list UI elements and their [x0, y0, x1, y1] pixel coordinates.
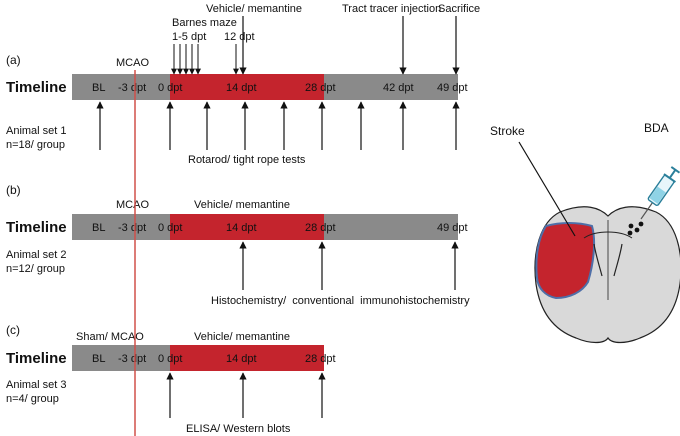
panel-c-n-label: n=4/ group [6, 393, 59, 405]
panel-b-treatment-label: Vehicle/ memantine [194, 199, 290, 211]
panel-c-animal-set-label: Animal set 3 [6, 379, 67, 391]
panel-a-tracer-label: Tract tracer injection [342, 3, 441, 15]
panel-a-sacrifice-label: Sacrifice [438, 3, 480, 15]
panel-a-followup-bar [324, 74, 458, 100]
panel-b-followup-bar [324, 214, 458, 240]
panel-b-letter: (b) [6, 183, 21, 197]
panel-b-treatment-bar [170, 214, 324, 240]
ventricle-left [593, 243, 603, 277]
stroke-pointer-line [518, 141, 576, 237]
panel-a-letter: (a) [6, 53, 21, 67]
panel-a-treatment-label: Vehicle/ memantine [206, 3, 302, 15]
panel-a-timeline-label: Timeline [6, 79, 67, 96]
panel-b-animal-set-label: Animal set 2 [6, 249, 67, 261]
panel-c-day28-label: 28 dpt [305, 353, 336, 365]
panel-b-day-neg3-label: -3 dpt [118, 222, 146, 234]
panel-a-day42-label: 42 dpt [383, 82, 414, 94]
panel-b-day0-label: 0 dpt [158, 222, 182, 234]
panel-a-day49-label: 49 dpt [437, 82, 468, 94]
syringe-icon [640, 166, 680, 220]
panel-c-bl-label: BL [92, 353, 105, 365]
panel-b-day49-label: 49 dpt [437, 222, 468, 234]
panel-a-barnes-label: Barnes maze [172, 17, 237, 29]
panel-a-barnes-days-label: 1-5 dpt [172, 31, 206, 43]
stroke-label: Stroke [490, 124, 525, 138]
panel-a-bl-label: BL [92, 82, 105, 94]
stroke-lesion [535, 222, 596, 300]
ventricle-right [613, 243, 623, 277]
panel-a-animal-set-label: Animal set 1 [6, 125, 67, 137]
panel-b-timeline-label: Timeline [6, 219, 67, 236]
panel-c-baseline-bar [72, 345, 170, 371]
panel-b-day28-label: 28 dpt [305, 222, 336, 234]
panel-c: (c) Sham/ MCAO Vehicle/ memantine Timeli… [6, 323, 336, 435]
panel-c-analysis-label: ELISA/ Western blots [186, 423, 291, 435]
panel-c-letter: (c) [6, 323, 20, 337]
panel-a-day-neg3-label: -3 dpt [118, 82, 146, 94]
panel-a-baseline-bar [72, 74, 170, 100]
panel-c-day14-label: 14 dpt [226, 353, 257, 365]
panel-c-day0-label: 0 dpt [158, 353, 182, 365]
panel-a-n-label: n=18/ group [6, 139, 65, 151]
panel-b-analysis-label: Histochemistry/ conventional immunohisto… [211, 295, 470, 307]
panel-a-treatment-bar [170, 74, 324, 100]
panel-c-day-neg3-label: -3 dpt [118, 353, 146, 365]
panel-a-mcao-label: MCAO [116, 57, 149, 69]
panel-b-mcao-label: MCAO [116, 199, 149, 211]
panel-a-day14-label: 14 dpt [226, 82, 257, 94]
injection-dot-4 [638, 221, 644, 227]
injection-dot-1 [628, 223, 634, 229]
panel-b-n-label: n=12/ group [6, 263, 65, 275]
panel-c-timeline-label: Timeline [6, 350, 67, 367]
panel-b: (b) MCAO Vehicle/ memantine Timeline BL … [6, 183, 470, 307]
panel-a: (a) Timeline BL -3 dpt 0 dpt 14 dpt 28 d… [6, 3, 480, 166]
panel-c-treatment-label: Vehicle/ memantine [194, 331, 290, 343]
injection-dot-2 [634, 227, 640, 233]
panel-a-tests-label: Rotarod/ tight rope tests [188, 154, 306, 166]
bda-label: BDA [644, 121, 669, 135]
brain-illustration: BDA Stroke [490, 121, 680, 344]
panel-c-mcao-label: Sham/ MCAO [76, 331, 144, 343]
panel-b-bl-label: BL [92, 222, 105, 234]
panel-c-treatment-bar [170, 345, 324, 371]
panel-a-day12-label: 12 dpt [224, 31, 255, 43]
panel-b-baseline-bar [72, 214, 170, 240]
panel-a-day0-label: 0 dpt [158, 82, 182, 94]
injection-dot-3 [627, 230, 633, 236]
corpus-callosum [583, 231, 633, 239]
panel-b-day14-label: 14 dpt [226, 222, 257, 234]
panel-a-day28-label: 28 dpt [305, 82, 336, 94]
